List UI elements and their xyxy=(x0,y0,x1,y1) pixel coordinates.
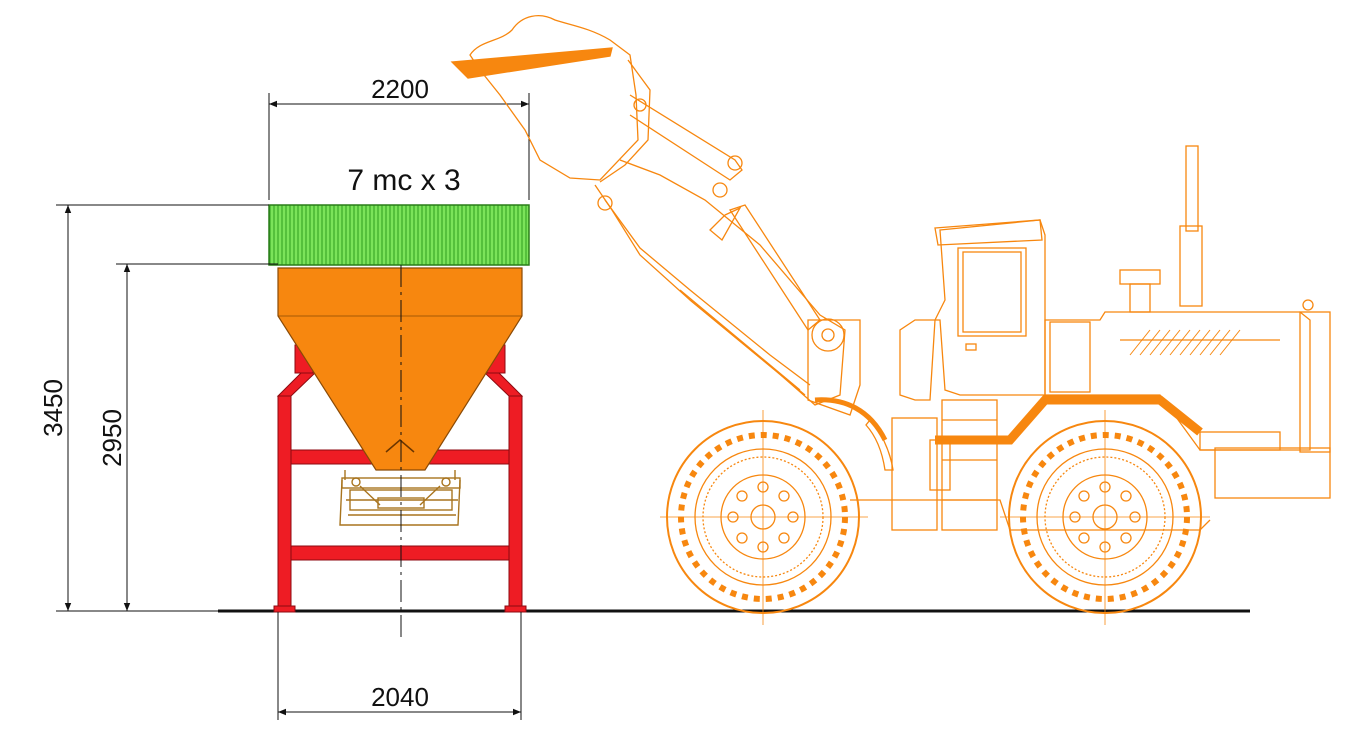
dimension-total-height: 3450 xyxy=(38,379,68,437)
feeder-unit xyxy=(339,470,461,526)
lift-cylinder xyxy=(728,204,821,331)
loader-cab xyxy=(899,219,1046,401)
grid-screen xyxy=(268,204,530,266)
front-wheel xyxy=(660,410,868,625)
dimension-hopper-height: 2950 xyxy=(97,409,127,467)
lift-arm xyxy=(594,159,846,406)
dimension-lines xyxy=(56,93,530,720)
dimension-top-width: 2200 xyxy=(371,74,429,104)
rear-wheel xyxy=(1000,410,1210,625)
hopper-body xyxy=(277,267,523,471)
dimension-bottom-width: 2040 xyxy=(371,682,429,712)
engine-hood xyxy=(1044,311,1311,451)
chassis-beam xyxy=(935,395,1203,445)
loader-bucket xyxy=(469,15,639,181)
capacity-label: 7 mc x 3 xyxy=(347,164,460,197)
bucket-lip xyxy=(450,47,613,79)
exhaust-pipe xyxy=(1185,145,1199,232)
wheel-loader xyxy=(450,15,1331,625)
